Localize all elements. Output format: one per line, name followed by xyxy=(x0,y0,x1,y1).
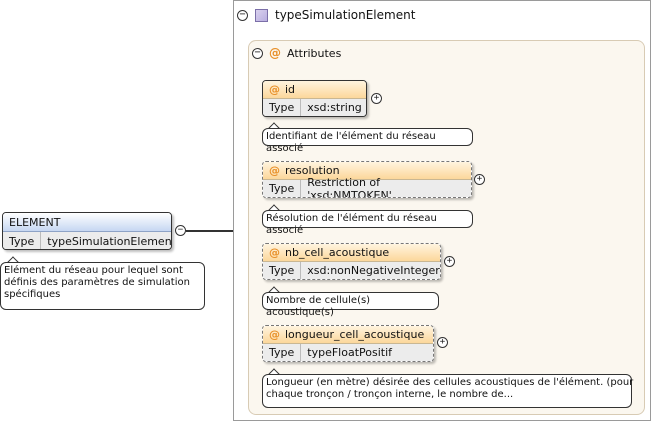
doc-text: Résolution de l'élément du réseau associ… xyxy=(266,213,437,236)
attribute-node-resolution[interactable]: @ resolution Type Restriction of 'xsd:NM… xyxy=(262,161,472,198)
doc-resolution: Résolution de l'élément du réseau associ… xyxy=(262,210,473,236)
at-sign-icon: @ xyxy=(269,46,281,60)
complex-type-name: typeSimulationElement xyxy=(275,8,416,22)
element-name: ELEMENT xyxy=(9,215,61,229)
doc-nb-cell-acoustique: Nombre de cellule(s) acoustique(s) xyxy=(262,292,439,318)
doc-id: Identifiant de l'élément du réseau assoc… xyxy=(262,128,473,154)
doc-text-line: chaque tronçon / tronçon interne, le nom… xyxy=(266,389,514,400)
attributes-header: − @ Attributes xyxy=(252,45,341,61)
at-sign-icon: @ xyxy=(269,246,280,259)
doc-longueur-cell-acoustique: Longueur (en mètre) désirée des cellules… xyxy=(262,374,634,408)
type-label: Type xyxy=(263,262,302,279)
element-collapse-button[interactable]: − xyxy=(175,225,186,236)
type-value: typeSimulationElement xyxy=(47,234,172,248)
attributes-collapse-button[interactable]: − xyxy=(252,47,263,59)
attributes-label: Attributes xyxy=(287,46,342,60)
doc-text: Nombre de cellule(s) acoustique(s) xyxy=(266,295,371,318)
attribute-name: longueur_cell_acoustique xyxy=(285,328,425,341)
type-label: Type xyxy=(263,180,302,197)
attribute-name: id xyxy=(285,83,296,96)
expand-button-longueur-cell-acoustique[interactable]: + xyxy=(437,337,448,348)
doc-text-line: Longueur (en mètre) désirée des cellules… xyxy=(266,377,634,388)
attribute-node-nb-cell-acoustique[interactable]: @ nb_cell_acoustique Type xsd:nonNegativ… xyxy=(262,243,441,280)
doc-element: Elément du réseau pour lequel sont défin… xyxy=(0,262,205,310)
doc-text: Elément du réseau pour lequel sont défin… xyxy=(4,265,190,300)
attribute-name: resolution xyxy=(285,164,340,177)
doc-text: Identifiant de l'élément du réseau assoc… xyxy=(266,131,436,154)
element-node[interactable]: ELEMENT Type typeSimulationElement xyxy=(2,212,172,250)
expand-button-id[interactable]: + xyxy=(371,93,382,104)
at-sign-icon: @ xyxy=(269,164,280,177)
type-value: Restriction of 'xsd:NMTOKEN' xyxy=(307,175,392,198)
complex-type-collapse-button[interactable]: − xyxy=(237,9,248,21)
expand-button-resolution[interactable]: + xyxy=(474,174,485,185)
attribute-node-longueur-cell-acoustique[interactable]: @ longueur_cell_acoustique Type typeFloa… xyxy=(262,325,434,362)
at-sign-icon: @ xyxy=(269,83,280,96)
at-sign-icon: @ xyxy=(269,328,280,341)
type-value: xsd:string xyxy=(307,101,362,114)
type-value: xsd:nonNegativeInteger xyxy=(307,264,440,277)
attribute-node-id[interactable]: @ id Type xsd:string xyxy=(262,80,367,117)
attribute-name: nb_cell_acoustique xyxy=(285,246,390,259)
type-value: typeFloatPositif xyxy=(307,346,393,359)
type-label: Type xyxy=(263,99,302,116)
connector-line xyxy=(186,230,233,232)
complex-type-square-icon xyxy=(255,8,268,22)
complex-type-header: − typeSimulationElement xyxy=(237,6,415,24)
type-label: Type xyxy=(3,232,42,249)
expand-button-nb-cell-acoustique[interactable]: + xyxy=(444,256,455,267)
type-label: Type xyxy=(263,344,302,361)
